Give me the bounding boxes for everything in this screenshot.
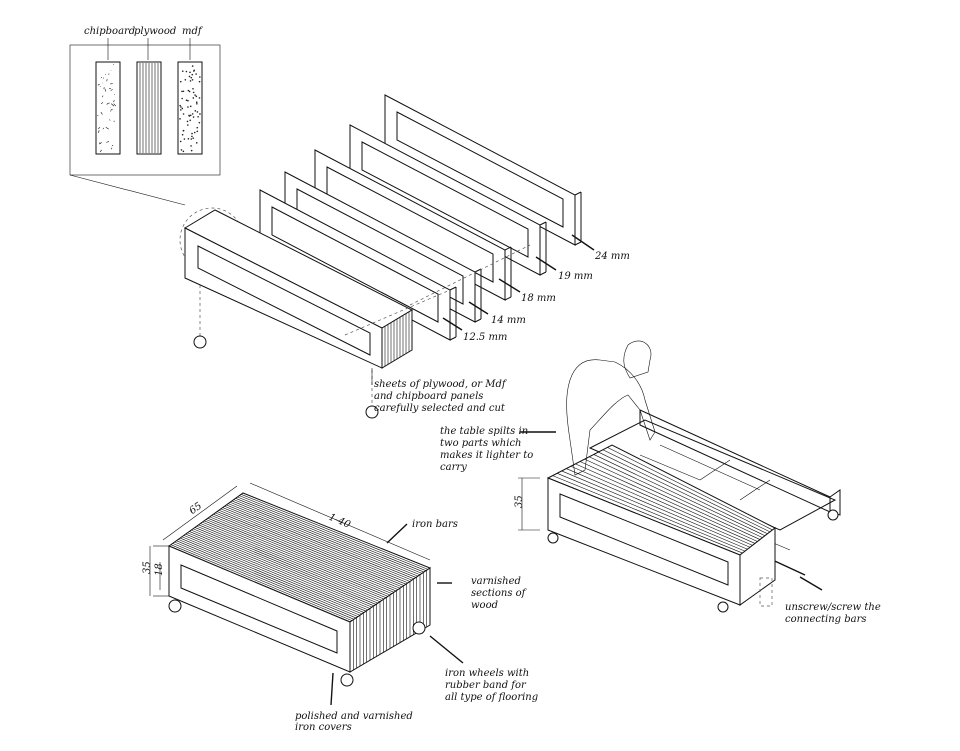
wheel <box>169 600 181 612</box>
sheets-note: sheets of plywood, or Mdf and chipboard … <box>372 368 508 414</box>
label-mdf: mdf <box>182 26 204 37</box>
wheel <box>413 622 425 634</box>
note-line: sheets of plywood, or Mdf <box>374 379 508 390</box>
thickness-19: 19 mm <box>558 271 593 282</box>
label-plywood: plywood <box>134 26 176 37</box>
dim-width: 65 <box>187 501 204 517</box>
label-iron-bars: iron bars <box>412 519 458 530</box>
label-varnished: wood <box>471 600 498 611</box>
label-covers: iron covers <box>295 722 352 733</box>
assembled-table: 65 1-40 35 18 iron bars varnished sectio… <box>142 483 538 733</box>
label-splits: the table spilts in <box>440 426 528 437</box>
thickness-12-5: 12.5 mm <box>463 332 507 343</box>
label-varnished: sections of <box>471 588 528 599</box>
wheel <box>341 674 353 686</box>
wheel <box>718 602 728 612</box>
label-splits: makes it lighter to <box>440 450 533 461</box>
thickness-24: 24 mm <box>594 251 630 262</box>
label-wheels: iron wheels with <box>445 668 529 679</box>
thickness-18: 18 mm <box>521 293 556 304</box>
dim-inner: 18 <box>154 563 165 576</box>
label-wheels: rubber band for <box>445 680 527 691</box>
label-splits: carry <box>440 462 467 473</box>
chipboard-swatch <box>96 62 120 154</box>
label-chipboard: chipboard <box>84 26 135 37</box>
label-connecting: unscrew/screw the <box>785 602 881 613</box>
label-covers: polished and varnished <box>295 711 413 722</box>
wheel <box>828 510 838 520</box>
label-varnished: varnished <box>471 576 521 587</box>
dim-height: 35 <box>142 561 153 574</box>
wheel <box>194 336 206 348</box>
note-line: and chipboard panels <box>374 391 483 402</box>
dim-height-right: 35 <box>514 495 525 508</box>
thickness-14: 14 mm <box>491 315 526 326</box>
mdf-swatch <box>178 62 202 154</box>
label-connecting: connecting bars <box>785 614 867 625</box>
wheel <box>548 533 558 543</box>
note-line: carefully selected and cut <box>374 403 506 414</box>
label-splits: two parts which <box>440 438 522 449</box>
label-wheels: all type of flooring <box>445 692 538 703</box>
exploded-panels <box>185 95 581 418</box>
